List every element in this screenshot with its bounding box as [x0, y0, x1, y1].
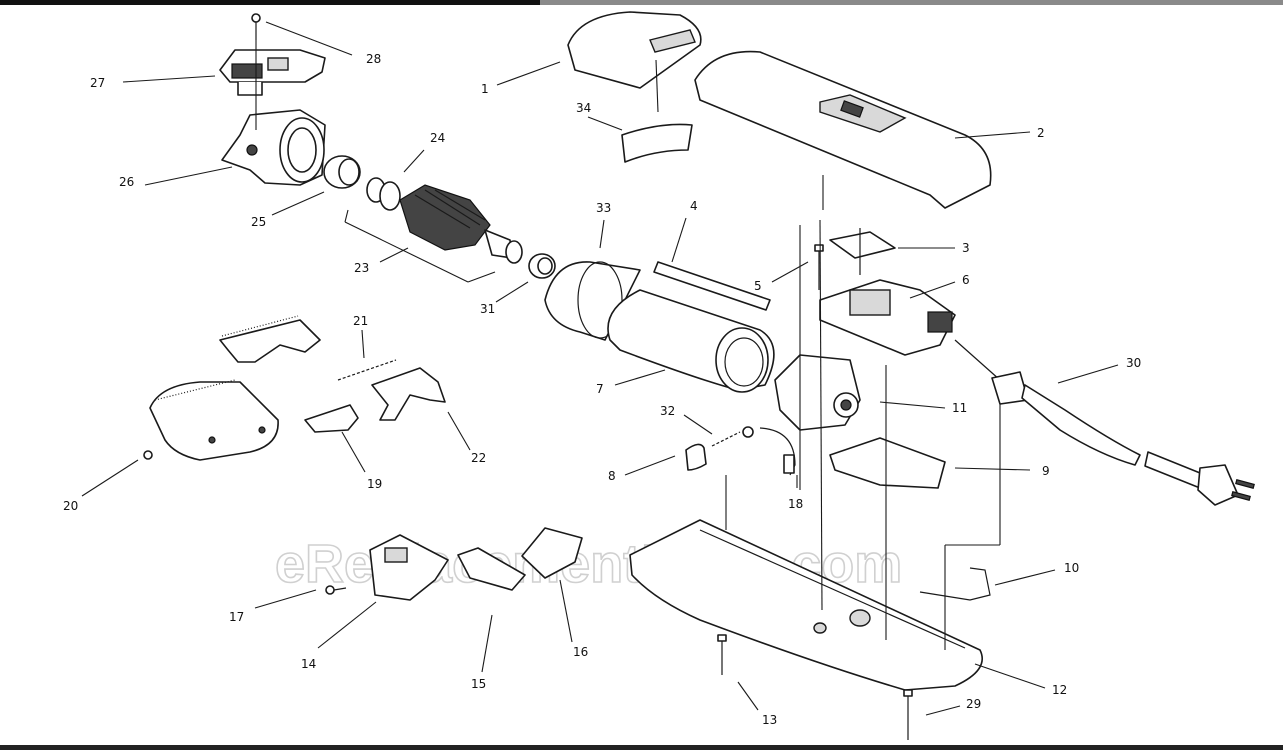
- part-4-strip[interactable]: [653, 261, 771, 311]
- callout-5: 5: [754, 279, 762, 293]
- part-20-screw[interactable]: [143, 450, 153, 460]
- callout-17: 17: [229, 610, 244, 624]
- part-5-screw[interactable]: [814, 244, 824, 290]
- part-31-ring[interactable]: [528, 253, 556, 279]
- part-25-ring[interactable]: [323, 155, 361, 189]
- callout-10: 10: [1064, 561, 1079, 575]
- part-17-pin[interactable]: [325, 585, 347, 595]
- callout-19: 19: [367, 477, 382, 491]
- part-12-lower-housing[interactable]: [629, 519, 983, 691]
- callout-30: 30: [1126, 356, 1141, 370]
- callout-4: 4: [690, 199, 698, 213]
- assembly-guides: [255, 40, 1001, 650]
- part-30-power-cord[interactable]: [954, 339, 1255, 506]
- part-22-clip[interactable]: [371, 367, 446, 421]
- part-10-wire-bracket[interactable]: [919, 567, 991, 601]
- callout-8: 8: [608, 469, 616, 483]
- part-21-spring[interactable]: [337, 359, 397, 381]
- callout-13: 13: [762, 713, 777, 727]
- part-15-plate[interactable]: [457, 547, 526, 591]
- part-28-screw[interactable]: [251, 13, 261, 40]
- callout-32: 32: [660, 404, 675, 418]
- top-dark-bar: [0, 0, 540, 5]
- part-9-gasket[interactable]: [829, 437, 946, 489]
- callout-2: 2: [1037, 126, 1045, 140]
- part-3-plate[interactable]: [829, 228, 896, 275]
- callout-labels: 1 2 3 4 5 6 7 8 9 10 11 12 13 14 15 16 1…: [63, 52, 1141, 727]
- callout-16: 16: [573, 645, 588, 659]
- part-upper-blade[interactable]: [219, 315, 321, 363]
- callout-12: 12: [1052, 683, 1067, 697]
- part-8-cap[interactable]: [685, 443, 707, 471]
- callout-6: 6: [962, 273, 970, 287]
- callout-31: 31: [480, 302, 495, 316]
- callout-9: 9: [1042, 464, 1050, 478]
- callout-34: 34: [576, 101, 591, 115]
- callout-28: 28: [366, 52, 381, 66]
- callout-26: 26: [119, 175, 134, 189]
- part-16-plate[interactable]: [521, 527, 583, 579]
- part-lower-blade[interactable]: [149, 379, 279, 461]
- callout-21: 21: [353, 314, 368, 328]
- part-14-plate[interactable]: [369, 534, 449, 601]
- part-1-top-cover[interactable]: [567, 11, 702, 89]
- callout-22: 22: [471, 451, 486, 465]
- part-13-screw[interactable]: [717, 634, 727, 675]
- top-gray-bar: [540, 0, 1283, 5]
- part-33-sleeve[interactable]: [544, 261, 641, 341]
- part-26-housing[interactable]: [221, 109, 326, 186]
- callout-3: 3: [962, 241, 970, 255]
- part-11-gear-case[interactable]: [774, 354, 861, 431]
- part-7-motor-can[interactable]: [607, 289, 775, 393]
- callout-leaders: [81, 21, 1119, 716]
- part-19-plate[interactable]: [304, 404, 359, 433]
- callout-29: 29: [966, 697, 981, 711]
- callout-14: 14: [301, 657, 316, 671]
- part-32-spring[interactable]: [711, 426, 754, 447]
- callout-24: 24: [430, 131, 445, 145]
- callout-27: 27: [90, 76, 105, 90]
- callout-20: 20: [63, 499, 78, 513]
- part-27-bracket[interactable]: [219, 49, 326, 96]
- callout-33: 33: [596, 201, 611, 215]
- part-6-switch-assembly[interactable]: [819, 279, 956, 356]
- callout-15: 15: [471, 677, 486, 691]
- callout-1: 1: [481, 82, 489, 96]
- callout-7: 7: [596, 382, 604, 396]
- callout-11: 11: [952, 401, 967, 415]
- callout-18: 18: [788, 497, 803, 511]
- part-24-armature[interactable]: [366, 177, 523, 264]
- callout-25: 25: [251, 215, 266, 229]
- callout-23: 23: [354, 261, 369, 275]
- part-18-wire[interactable]: [759, 427, 796, 476]
- part-2-upper-housing[interactable]: [694, 50, 992, 209]
- part-29-screw[interactable]: [903, 689, 913, 740]
- part-34-pad[interactable]: [621, 123, 693, 163]
- bottom-border: [0, 745, 1283, 750]
